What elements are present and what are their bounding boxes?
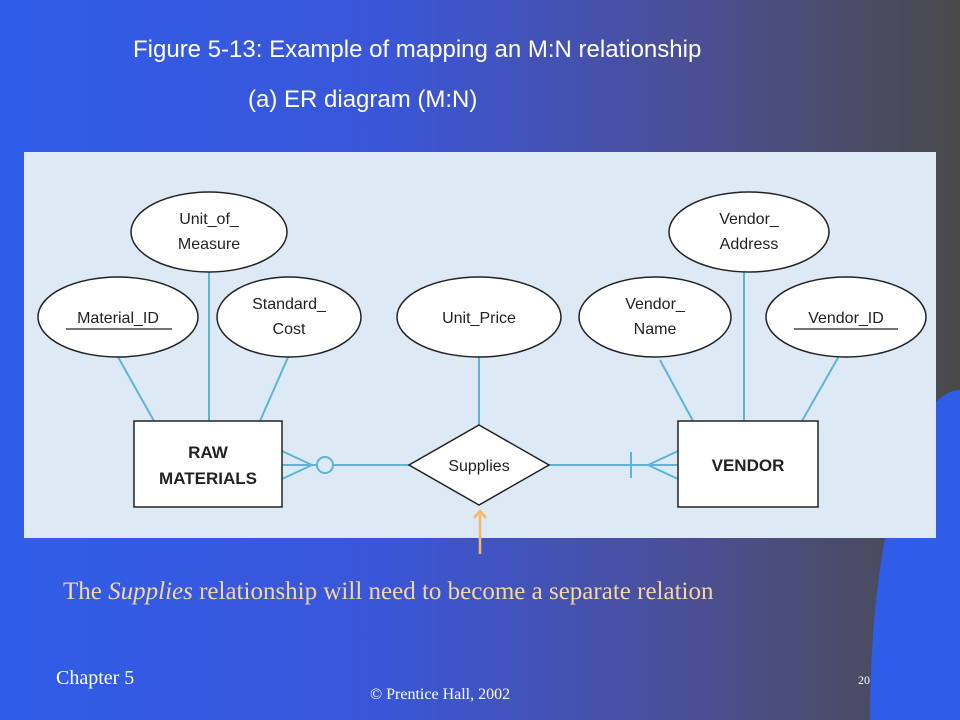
- footer-chapter: Chapter 5: [56, 667, 135, 689]
- attr-vendor-id-label: Vendor_ID: [808, 310, 884, 327]
- attr-unit-of-measure-line1: Unit_of_: [179, 211, 240, 228]
- entity-raw-materials-line1: RAW: [188, 443, 229, 462]
- relationship-supplies: [407, 424, 551, 506]
- entity-vendor-label: VENDOR: [712, 456, 785, 475]
- relationship-supplies-label: Supplies: [448, 458, 509, 475]
- connector-vendor-id: [801, 355, 840, 422]
- footer-copyright: © Prentice Hall, 2002: [370, 686, 511, 703]
- caption-before: The: [63, 578, 109, 605]
- attr-material-id: [37, 276, 199, 358]
- footer-page-number: 20: [858, 673, 870, 687]
- attr-unit-of-measure-line2: Measure: [178, 236, 240, 253]
- attr-standard-cost-line2: Cost: [273, 321, 306, 338]
- caption-after: relationship will need to become a separ…: [192, 578, 714, 605]
- connector-vendor-name: [659, 359, 694, 422]
- attr-vendor-id: [765, 276, 927, 358]
- er-diagram-svg: RAW MATERIALS VENDOR Supplies Material_I…: [37, 191, 927, 508]
- attr-standard-cost-line1: Standard_: [252, 296, 327, 313]
- attr-vendor-name-line1: Vendor_: [625, 296, 686, 313]
- arrow-up-icon: [473, 509, 487, 554]
- entity-vendor: [677, 420, 819, 508]
- entity-raw-materials-line2: MATERIALS: [159, 469, 257, 488]
- attr-vendor-address-line1: Vendor_: [719, 211, 780, 228]
- attr-standard-cost: [216, 276, 362, 358]
- er-diagram: RAW MATERIALS VENDOR Supplies Material_I…: [24, 152, 936, 538]
- attr-vendor-address: [668, 191, 830, 273]
- attr-vendor-name: [578, 276, 732, 358]
- attr-unit-of-measure: [130, 191, 288, 273]
- slide-title: Figure 5-13: Example of mapping an M:N r…: [133, 36, 702, 63]
- entity-raw-materials: [133, 420, 283, 508]
- connector-material-id: [117, 356, 155, 422]
- connector-standard-cost: [259, 354, 290, 422]
- attr-unit-price: [396, 276, 562, 358]
- attr-unit-price-label: Unit_Price: [442, 310, 516, 327]
- attr-vendor-name-line2: Name: [634, 321, 677, 338]
- slide-subtitle: (a) ER diagram (M:N): [248, 86, 478, 113]
- caption-italic: Supplies: [108, 578, 193, 605]
- caption: The Supplies relationship will need to b…: [63, 578, 713, 606]
- attr-vendor-address-line2: Address: [720, 236, 779, 253]
- connector-lines: [117, 272, 840, 480]
- attr-material-id-label: Material_ID: [77, 310, 159, 327]
